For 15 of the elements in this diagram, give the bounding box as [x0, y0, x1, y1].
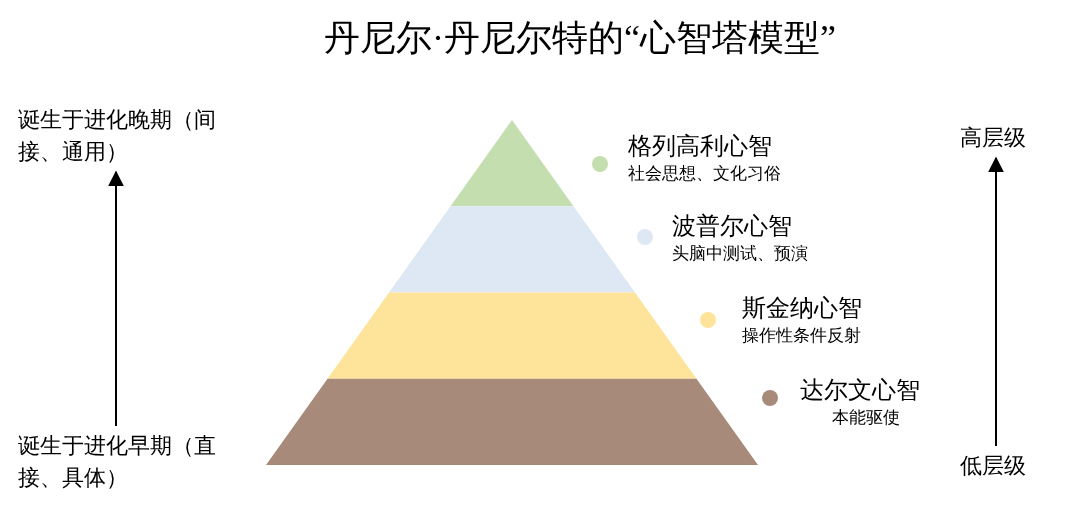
- description-text: 头脑中测试、预演: [672, 243, 808, 265]
- description-text: 操作性条件反射: [742, 325, 861, 347]
- arrow: [988, 156, 1004, 447]
- arrow: [108, 170, 124, 427]
- legend-text: 斯金纳心智: [742, 294, 862, 323]
- description-text: 本能驱使: [832, 407, 900, 429]
- title: 丹尼尔·丹尼尔特的“心智塔模型”: [323, 17, 837, 60]
- side-label: 高层级: [960, 122, 1060, 154]
- side-label: 诞生于进化早期（直接、具体）: [18, 430, 218, 494]
- legend-text: 波普尔心智: [672, 212, 792, 241]
- legend-text: 格列高利心智: [628, 132, 772, 161]
- legend-text: 达尔文心智: [800, 376, 920, 405]
- description-text: 社会思想、文化习俗: [628, 163, 781, 185]
- side-label: 低层级: [960, 450, 1060, 482]
- side-label: 诞生于进化晚期（间接、通用）: [18, 104, 218, 168]
